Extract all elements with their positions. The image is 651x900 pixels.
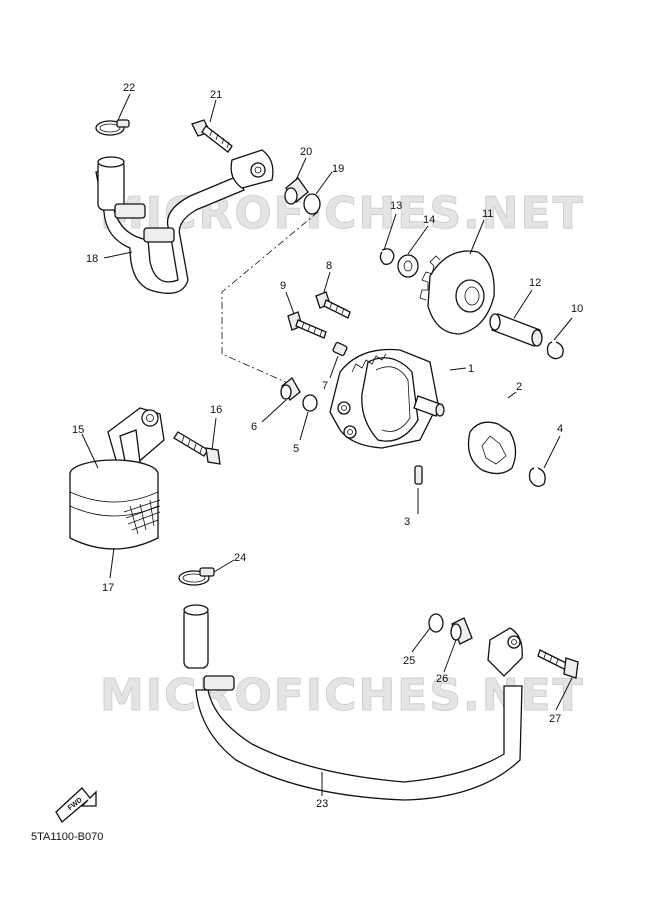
strainer-mesh-17 xyxy=(123,499,161,535)
collar-26 xyxy=(450,617,473,645)
clamp-24 xyxy=(178,567,215,586)
callout-23: 23 xyxy=(316,798,328,810)
callout-2: 2 xyxy=(516,381,522,393)
callout-14: 14 xyxy=(423,214,435,226)
callout-10: 10 xyxy=(571,303,583,315)
bolt-21 xyxy=(191,119,233,153)
o-ring-19 xyxy=(303,193,321,215)
o-ring-25 xyxy=(428,613,444,633)
circlip-4 xyxy=(528,467,546,487)
callout-27: 27 xyxy=(549,713,561,725)
callout-1: 1 xyxy=(468,363,474,375)
rotor-2 xyxy=(467,421,517,475)
callout-3: 3 xyxy=(404,516,410,528)
collar-20 xyxy=(284,177,309,205)
pin-3 xyxy=(414,465,423,485)
watermark-bottom: MICROFICHES.NET xyxy=(100,670,585,721)
callout-26: 26 xyxy=(436,673,448,685)
washer-14 xyxy=(397,254,419,278)
bolt-27 xyxy=(537,649,579,679)
oil-pump-body xyxy=(329,348,445,449)
callout-25: 25 xyxy=(403,655,415,667)
callout-7: 7 xyxy=(322,380,328,392)
oil-strainer-15 xyxy=(69,407,165,550)
callout-15: 15 xyxy=(72,424,84,436)
bolt-9 xyxy=(287,311,327,339)
callout-13: 13 xyxy=(390,200,402,212)
bolt-16 xyxy=(173,431,221,465)
watermark-top: MICROFICHES.NET xyxy=(100,188,585,239)
callout-18: 18 xyxy=(86,253,98,265)
dowel-7 xyxy=(332,341,348,357)
callout-21: 21 xyxy=(210,89,222,101)
callout-12: 12 xyxy=(529,277,541,289)
o-ring-5 xyxy=(302,394,318,412)
callout-11: 11 xyxy=(482,208,493,220)
circlip-13 xyxy=(379,248,395,265)
driven-gear-11 xyxy=(419,250,495,335)
lower-hose-23 xyxy=(183,604,523,801)
upper-hose-assembly xyxy=(95,149,274,294)
callout-6: 6 xyxy=(251,421,257,433)
fwd-arrow-icon: FWD xyxy=(55,787,97,823)
callout-22: 22 xyxy=(123,82,135,94)
callout-17: 17 xyxy=(102,582,114,594)
callout-16: 16 xyxy=(210,404,222,416)
callout-labels: 1 2 3 4 5 6 7 8 9 10 11 12 13 14 15 16 1… xyxy=(72,82,583,810)
diagram-code: 5TA1100-B070 xyxy=(31,831,103,843)
alignment-line-upper xyxy=(221,211,319,385)
callout-9: 9 xyxy=(280,280,286,292)
collar-6 xyxy=(280,377,301,401)
leader-lines xyxy=(81,93,573,796)
callout-19: 19 xyxy=(332,163,344,175)
callout-5: 5 xyxy=(293,443,299,455)
bolt-8 xyxy=(315,291,351,319)
circlip-10 xyxy=(546,341,564,360)
shaft-12 xyxy=(489,313,543,347)
callout-20: 20 xyxy=(300,146,312,158)
clamp-22 xyxy=(95,119,130,136)
callout-4: 4 xyxy=(557,423,563,435)
callout-8: 8 xyxy=(326,260,332,272)
callout-24: 24 xyxy=(234,552,246,564)
